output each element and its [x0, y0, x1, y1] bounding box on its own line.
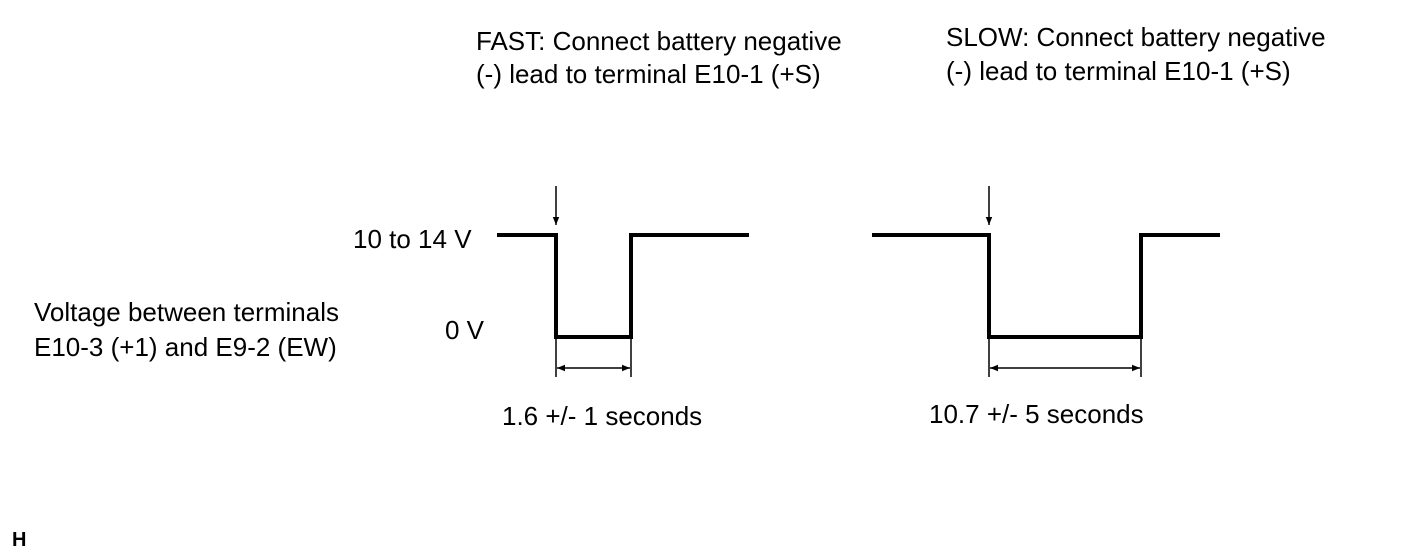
corner-mark: H [12, 529, 26, 551]
slow-waveform [872, 233, 1220, 339]
fast-caption-line2: (-) lead to terminal E10-1 (+S) [476, 59, 821, 89]
fast-caption-line1: FAST: Connect battery negative [476, 26, 842, 56]
slow-duration-label: 10.7 +/- 5 seconds [929, 399, 1144, 429]
high-level-label: 10 to 14 V [353, 224, 472, 254]
slow-caption-line2: (-) lead to terminal E10-1 (+S) [946, 56, 1291, 86]
fast-waveform [497, 233, 749, 339]
low-level-label: 0 V [445, 315, 485, 345]
slow-caption-line1: SLOW: Connect battery negative [946, 22, 1326, 52]
fast-duration-label: 1.6 +/- 1 seconds [502, 401, 702, 431]
measurement-label-line2: E10-3 (+1) and E9-2 (EW) [34, 332, 337, 362]
measurement-label-line1: Voltage between terminals [34, 297, 339, 327]
